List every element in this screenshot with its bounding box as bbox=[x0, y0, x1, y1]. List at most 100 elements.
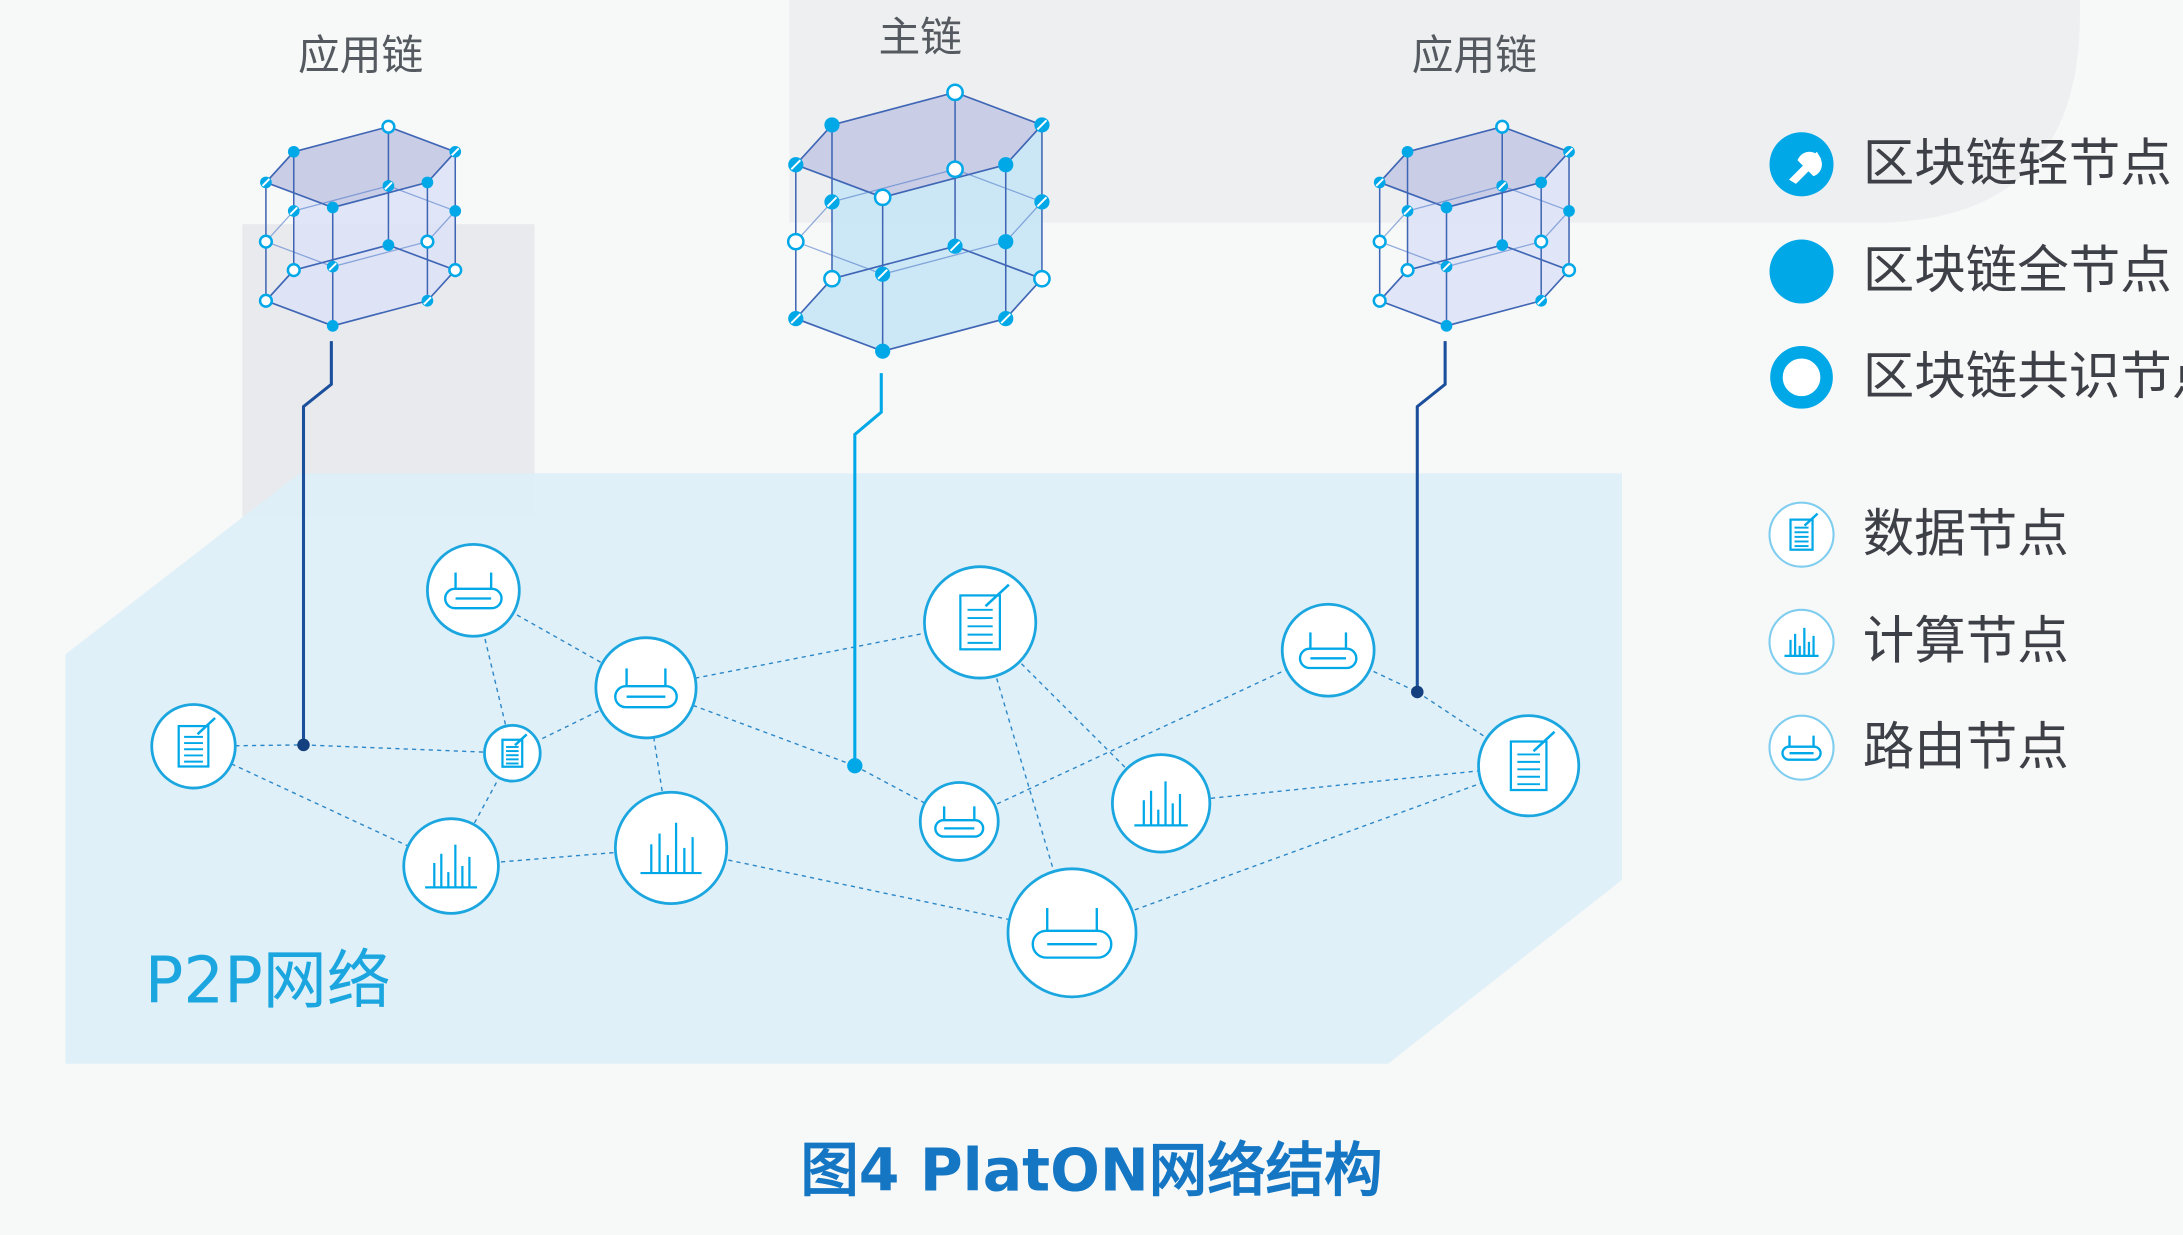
background-rounded-panel bbox=[789, 0, 2080, 223]
router-node bbox=[1280, 602, 1376, 698]
router-node bbox=[594, 636, 698, 740]
prism-consensus-node bbox=[381, 119, 396, 134]
prism-consensus-node bbox=[946, 160, 964, 179]
prism-full-node bbox=[382, 239, 395, 251]
data-node bbox=[150, 703, 237, 790]
prism-full-node bbox=[1440, 319, 1453, 332]
compute-node bbox=[402, 817, 500, 915]
bar-chart-icon bbox=[1134, 781, 1188, 827]
router-icon bbox=[934, 806, 985, 838]
network-link bbox=[1071, 765, 1529, 934]
prism-full-node bbox=[449, 205, 462, 217]
network-link bbox=[670, 847, 1073, 934]
legend-full-node-label: 区块链全节点 bbox=[1863, 241, 2172, 301]
prism-full-node bbox=[998, 234, 1014, 250]
network-link bbox=[303, 744, 513, 754]
prism-light-node bbox=[788, 310, 804, 327]
prism-light-node bbox=[326, 260, 339, 273]
network-link bbox=[854, 765, 960, 823]
document-icon bbox=[1509, 730, 1556, 792]
prism-consensus-node bbox=[1372, 293, 1387, 308]
compute-node-legend-icon bbox=[1768, 608, 1835, 675]
prism-light-node bbox=[287, 205, 300, 217]
prism-light-node bbox=[260, 176, 272, 189]
prism-light-node bbox=[1034, 194, 1050, 210]
prism-consensus-node bbox=[946, 83, 964, 102]
prism-consensus-node bbox=[786, 232, 805, 251]
prism-full-node bbox=[1535, 176, 1548, 189]
chain-label-right: 应用链 bbox=[1412, 31, 1537, 80]
prism-full-node bbox=[1401, 145, 1414, 158]
chain-label-main: 主链 bbox=[879, 13, 963, 62]
prism-light-node bbox=[1496, 180, 1509, 192]
prism-full-node bbox=[1440, 201, 1453, 214]
chain-connectors bbox=[297, 341, 1447, 774]
document-icon bbox=[959, 583, 1010, 651]
chain-connector-line bbox=[301, 341, 333, 745]
main-chain-prism bbox=[786, 83, 1051, 359]
data-node bbox=[1477, 714, 1581, 818]
prism-consensus-node bbox=[258, 293, 274, 308]
chain-prisms bbox=[258, 83, 1577, 359]
prism-consensus-node bbox=[1372, 234, 1387, 249]
prism-consensus-node bbox=[448, 263, 463, 278]
prism-full-node bbox=[824, 117, 840, 133]
right-application-chain-prism bbox=[1372, 119, 1577, 332]
compute-node bbox=[613, 790, 729, 905]
chain-label-left: 应用链 bbox=[298, 31, 423, 80]
prism-consensus-node bbox=[1561, 263, 1577, 278]
connector-junction bbox=[297, 738, 310, 752]
legend-router-node-label: 路由节点 bbox=[1863, 717, 2069, 777]
p2p-network-label: P2P网络 bbox=[145, 944, 391, 1018]
data-node bbox=[923, 565, 1038, 680]
bar-chart-icon bbox=[425, 844, 478, 889]
network-link bbox=[645, 621, 981, 689]
prism-light-node bbox=[824, 194, 840, 210]
prism-light-node bbox=[1563, 145, 1575, 158]
prism-light-node bbox=[1440, 260, 1453, 273]
network-link bbox=[1161, 765, 1529, 805]
prism-full-node bbox=[1563, 205, 1575, 217]
bar-chart-icon bbox=[640, 822, 702, 875]
prism-full-node bbox=[421, 176, 434, 189]
prism-consensus-node bbox=[258, 234, 274, 249]
prism-consensus-node bbox=[286, 263, 301, 278]
prism-light-node bbox=[421, 294, 434, 307]
full-node-legend-icon bbox=[1769, 239, 1834, 304]
prism-light-node bbox=[875, 266, 891, 282]
consensus-node-legend-icon bbox=[1770, 346, 1833, 409]
prism-consensus-node bbox=[1033, 269, 1051, 288]
router-icon bbox=[444, 572, 503, 610]
router-node bbox=[426, 543, 521, 638]
connector-junction bbox=[847, 758, 863, 774]
router-node-legend-icon bbox=[1768, 714, 1835, 781]
compute-node bbox=[1110, 753, 1212, 854]
legend-light-node-label: 区块链轻节点 bbox=[1863, 134, 2172, 194]
prism-full-node bbox=[998, 157, 1014, 173]
connector-junction bbox=[1411, 685, 1424, 699]
prism-light-node bbox=[1034, 117, 1050, 133]
network-link bbox=[958, 649, 1329, 823]
prism-full-node bbox=[287, 145, 300, 158]
legend: 区块链轻节点 区块链全节点 区块链共识节点 数据节点 计算节点 路由节点 bbox=[1768, 132, 2183, 781]
legend-data-node-label: 数据节点 bbox=[1863, 504, 2069, 564]
prism-light-node bbox=[449, 145, 462, 158]
data-node-legend-icon bbox=[1768, 501, 1835, 568]
chain-connector-line bbox=[1415, 341, 1447, 692]
prism-light-node bbox=[947, 238, 963, 254]
legend-consensus-node-label: 区块链共识节点 bbox=[1863, 347, 2183, 407]
prism-consensus-node bbox=[1534, 234, 1549, 249]
prism-light-node bbox=[998, 310, 1014, 327]
router-icon bbox=[1031, 908, 1113, 959]
figure-caption: 图4 PlatON网络结构 bbox=[800, 1136, 1382, 1204]
prism-full-node bbox=[326, 201, 339, 214]
prism-light-node bbox=[788, 157, 804, 173]
prism-full-node bbox=[326, 319, 339, 332]
light-node-legend-icon bbox=[1769, 132, 1834, 197]
legend-compute-node-label: 计算节点 bbox=[1863, 612, 2069, 672]
prism-light-node bbox=[1373, 176, 1386, 189]
prism-consensus-node bbox=[1495, 119, 1510, 134]
router-icon bbox=[1298, 632, 1358, 670]
prism-consensus-node bbox=[873, 188, 892, 207]
